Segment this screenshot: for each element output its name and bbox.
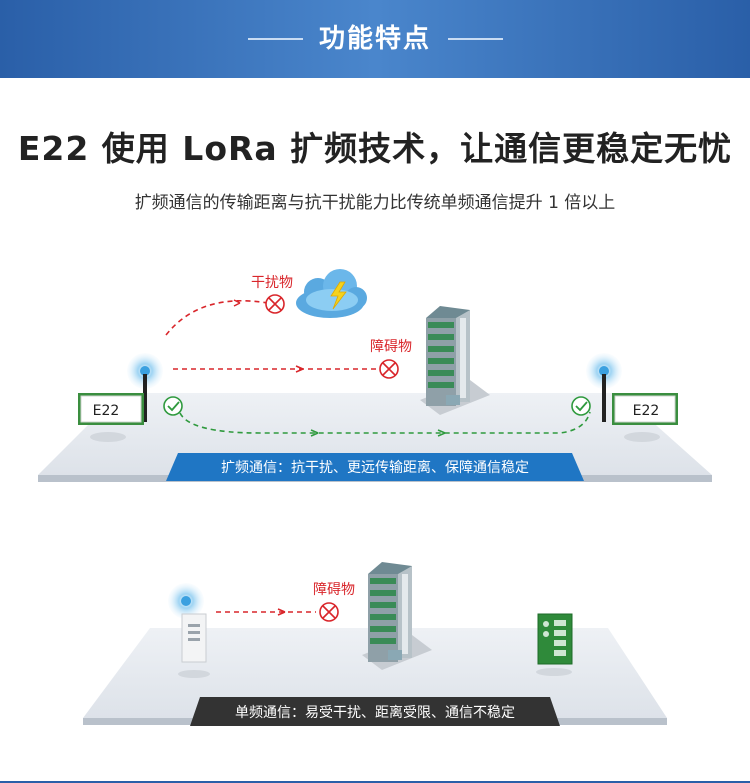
single-block-icon [319, 602, 339, 622]
building-icon [420, 306, 490, 415]
check-icon-right [571, 396, 591, 416]
headline: E22 使用 LoRa 扩频技术，让通信更稳定无忧 [17, 129, 733, 168]
spread-path [179, 411, 591, 434]
receiver-board-icon [536, 613, 573, 676]
interference-block-icon [265, 294, 285, 314]
obstacle-arrow [295, 365, 304, 373]
left-module-label: E22 [93, 403, 120, 419]
interference-arrow [233, 299, 241, 307]
spread-banner-text: 扩频通信：抗干扰、更远传输距离、保障通信稳定 [221, 459, 529, 476]
right-module-label: E22 [633, 403, 660, 419]
left-e22-module: E22 [78, 353, 163, 442]
interference-label: 干扰物 [251, 275, 293, 291]
bottom-rule [0, 781, 750, 783]
building-icon-2 [362, 562, 432, 670]
check-icon-left [163, 396, 183, 416]
right-e22-module: E22 [586, 353, 678, 442]
subheadline: 扩频通信的传输距离与抗干扰能力比传统单频通信提升 1 倍以上 [134, 193, 616, 213]
spread-arrow-1 [310, 429, 319, 437]
spread-arrow-2 [437, 429, 446, 437]
header-bar: 功能特点 [0, 0, 750, 78]
header-right-rule [448, 38, 503, 40]
storm-cloud-icon [296, 269, 367, 318]
obstacle-label: 障碍物 [370, 339, 412, 355]
single-banner-text: 单频通信：易受干扰、距离受限、通信不稳定 [235, 704, 515, 721]
spread-scene: 干扰物 障碍物 [38, 269, 712, 482]
spread-banner [166, 453, 584, 481]
header-title: 功能特点 [318, 24, 431, 54]
interference-path [165, 299, 269, 336]
single-arrow [277, 608, 286, 616]
single-scene: 障碍物 单频通信：易受干扰 [83, 562, 667, 726]
single-banner [190, 697, 560, 726]
single-transmitter [168, 583, 210, 678]
single-obstacle-label: 障碍物 [313, 582, 355, 598]
obstacle-block-icon [379, 359, 399, 379]
header-left-rule [248, 38, 303, 40]
platform-2 [83, 628, 667, 718]
